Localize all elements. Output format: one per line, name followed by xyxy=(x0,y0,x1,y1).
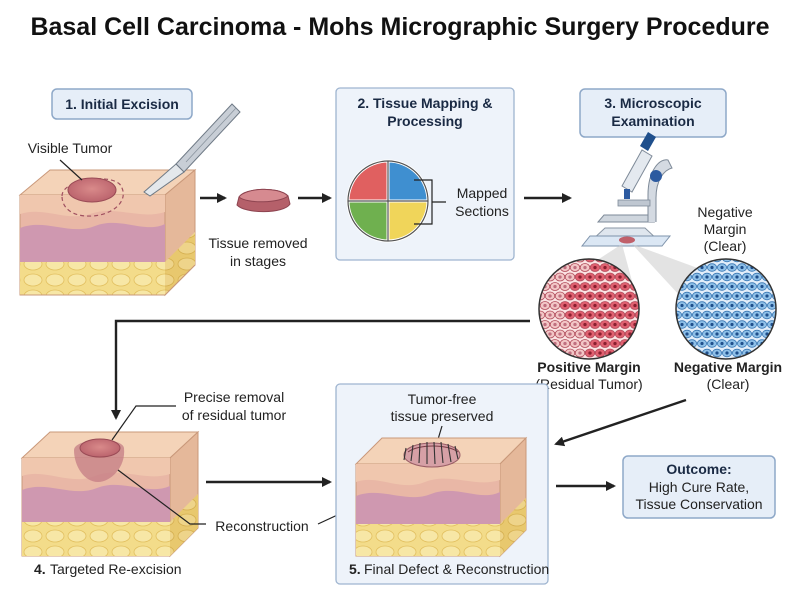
step2-label-line2: Processing xyxy=(387,113,462,129)
step3-label-line1: 3. Microscopic xyxy=(604,95,701,111)
page-title: Basal Cell Carcinoma - Mohs Micrographic… xyxy=(30,13,769,41)
step4-number: 4. xyxy=(34,561,46,577)
tumor-free-line2: tissue preserved xyxy=(391,408,494,424)
visible-tumor-label: Visible Tumor xyxy=(28,140,113,156)
reconstruction-label: Reconstruction xyxy=(215,518,308,534)
tumor-free-line1: Tumor-free xyxy=(408,391,477,407)
mapped-bracket xyxy=(414,179,446,225)
visible-tumor-leader xyxy=(59,159,83,181)
mapped-label-line1: Mapped xyxy=(457,185,508,201)
negative-margin-label: Negative Margin xyxy=(674,359,782,375)
outcome-line1: High Cure Rate, xyxy=(649,479,749,495)
step5-number: 5. xyxy=(349,561,361,577)
arrow-positive-to-reexcision xyxy=(111,319,530,420)
step1-label-box: 1. Initial Excision xyxy=(51,88,193,120)
positive-margin-label: Positive Margin xyxy=(537,359,640,375)
mapped-label-line2: Sections xyxy=(455,203,509,219)
outcome-line2: Tissue Conservation xyxy=(635,496,762,512)
precise-removal-leader xyxy=(111,405,176,441)
microscope-icon xyxy=(588,132,673,243)
residual-tumor-label: (Residual Tumor) xyxy=(535,376,642,392)
tissue-removed-label-line2: in stages xyxy=(230,253,286,269)
outcome-heading: Outcome: xyxy=(666,461,731,477)
removed-tissue-icon xyxy=(236,188,291,213)
tissue-removed-label-line1: Tissue removed xyxy=(208,235,307,251)
skin-block-final xyxy=(354,436,528,558)
scalpel-icon xyxy=(143,103,241,197)
reconstruction-leader-left xyxy=(117,469,206,525)
step2-label-line1: 2. Tissue Mapping & xyxy=(357,95,492,111)
positive-margin-circle xyxy=(538,258,640,360)
step4-label: Targeted Re-excision xyxy=(50,561,182,577)
precise-removal-line1: Precise removal xyxy=(184,389,284,405)
skin-block-initial xyxy=(18,168,197,297)
precise-removal-line2: of residual tumor xyxy=(182,407,287,423)
step5-label: Final Defect & Reconstruction xyxy=(364,561,549,577)
skin-block-reexcision xyxy=(20,430,200,558)
negative-clear-label: (Clear) xyxy=(707,376,750,392)
neg-top-label-line3: (Clear) xyxy=(704,238,747,254)
microscope-slide-icon xyxy=(580,235,672,247)
mapped-sections-pie xyxy=(346,159,430,243)
outcome-box: Outcome: High Cure Rate, Tissue Conserva… xyxy=(622,455,776,519)
step3-label-box: 3. Microscopic Examination xyxy=(579,88,727,138)
arrow-negative-to-reconstruction xyxy=(554,398,687,447)
step1-label: 1. Initial Excision xyxy=(65,96,179,112)
neg-top-label-line1: Negative xyxy=(697,204,752,220)
step3-label-line2: Examination xyxy=(611,113,694,129)
neg-top-label-line2: Margin xyxy=(704,221,747,237)
